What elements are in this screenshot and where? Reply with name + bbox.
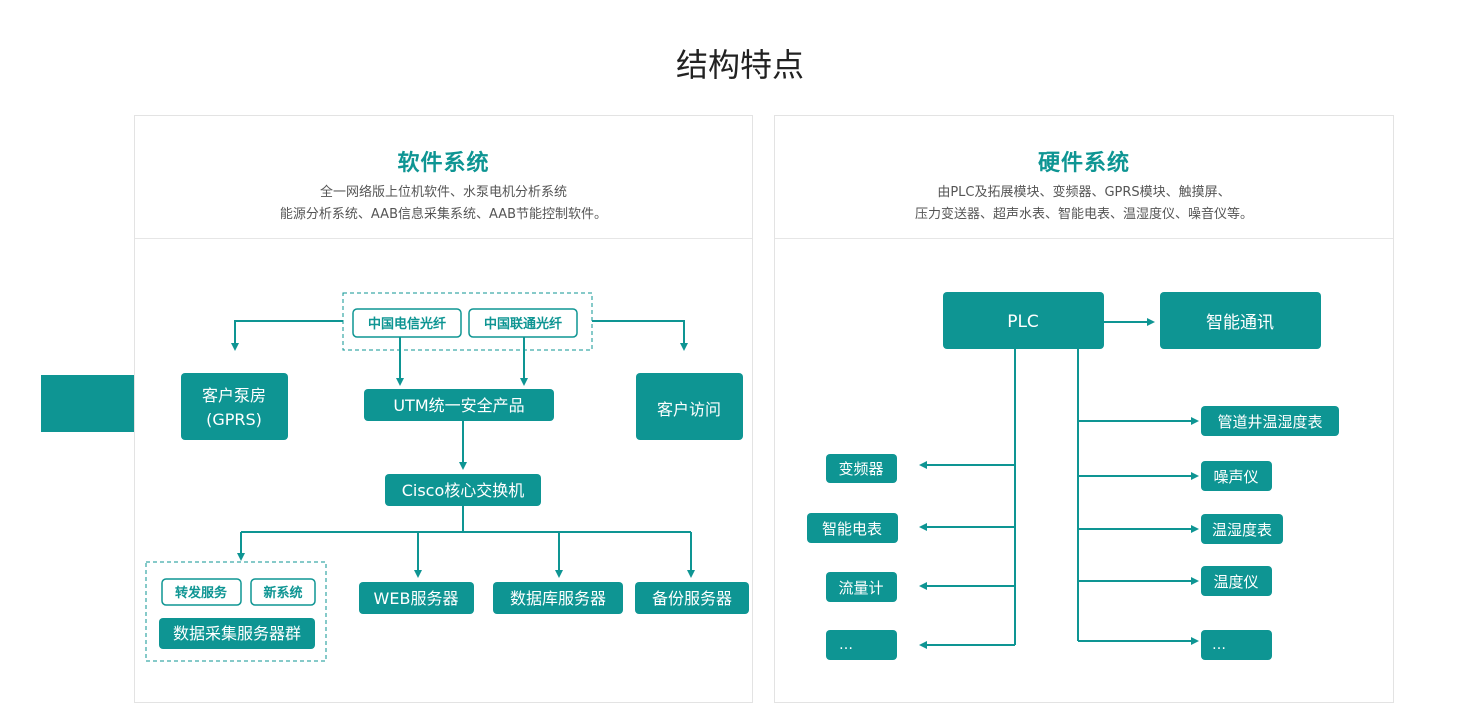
node-flow-meter: 流量计	[826, 572, 897, 602]
node-forward: 转发服务	[161, 578, 242, 606]
node-inverter: 变频器	[826, 454, 897, 483]
node-client-access: 客户访问	[636, 373, 743, 440]
node-right-more: …	[1201, 630, 1272, 660]
node-telecom: 中国电信光纤	[352, 308, 462, 338]
node-unicom: 中国联通光纤	[468, 308, 578, 338]
line-to-client-access	[592, 320, 688, 351]
node-plc: PLC	[943, 292, 1104, 349]
svg-text:客户访问: 客户访问	[657, 400, 721, 419]
software-diagram: 中国电信光纤 中国联通光纤 客户泵房 (GPRS) UTM统一安全产品 客户访问…	[145, 292, 749, 662]
svg-text:WEB服务器: WEB服务器	[374, 589, 459, 608]
svg-text:…: …	[1212, 637, 1226, 653]
svg-text:备份服务器: 备份服务器	[652, 589, 732, 608]
node-web-server: WEB服务器	[359, 582, 474, 614]
hardware-desc-line1: 由PLC及拓展模块、变频器、GPRS模块、触摸屏、	[937, 185, 1231, 200]
svg-text:数据采集服务器群: 数据采集服务器群	[173, 624, 301, 643]
hardware-panel: 硬件系统 由PLC及拓展模块、变频器、GPRS模块、触摸屏、 压力变送器、超声水…	[774, 115, 1394, 703]
svg-text:新系统: 新系统	[263, 585, 302, 601]
hardware-panel-header: 硬件系统 由PLC及拓展模块、变频器、GPRS模块、触摸屏、 压力变送器、超声水…	[775, 116, 1393, 239]
svg-text:客户泵房: 客户泵房	[202, 386, 266, 405]
node-pipe-humidity-meter: 管道井温湿度表	[1201, 406, 1339, 436]
software-panel: 软件系统 全一网络版上位机软件、水泵电机分析系统 能源分析系统、AAB信息采集系…	[134, 115, 753, 703]
svg-text:流量计: 流量计	[838, 579, 883, 597]
line-to-pump-room	[231, 320, 343, 351]
svg-text:数据库服务器: 数据库服务器	[510, 589, 606, 608]
node-smart-meter: 智能电表	[807, 513, 898, 543]
node-smart-comm: 智能通讯	[1160, 292, 1321, 349]
software-panel-header: 软件系统 全一网络版上位机软件、水泵电机分析系统 能源分析系统、AAB信息采集系…	[135, 116, 752, 239]
svg-text:(GPRS): (GPRS)	[206, 410, 262, 429]
software-desc-line1: 全一网络版上位机软件、水泵电机分析系统	[319, 185, 567, 200]
node-pump-room: 客户泵房 (GPRS)	[181, 373, 288, 440]
svg-text:变频器: 变频器	[838, 460, 883, 478]
node-db-server: 数据库服务器	[493, 582, 623, 614]
hardware-desc-line2: 压力变送器、超声水表、智能电表、温湿度仪、噪音仪等。	[914, 207, 1253, 222]
node-backup-server: 备份服务器	[635, 582, 749, 614]
node-humidity-meter: 温湿度表	[1201, 514, 1283, 544]
svg-text:中国联通光纤: 中国联通光纤	[484, 316, 562, 332]
node-cisco: Cisco核心交换机	[385, 474, 541, 506]
node-noise-meter: 噪声仪	[1201, 461, 1272, 491]
svg-text:转发服务: 转发服务	[175, 585, 228, 601]
svg-text:…: …	[839, 637, 853, 653]
svg-text:温度仪: 温度仪	[1213, 573, 1258, 591]
software-desc-line2: 能源分析系统、AAB信息采集系统、AAB节能控制软件。	[279, 207, 608, 222]
svg-text:智能电表: 智能电表	[822, 520, 882, 538]
node-data-cluster: 数据采集服务器群	[159, 618, 315, 649]
node-thermometer: 温度仪	[1201, 566, 1272, 596]
svg-text:管道井温湿度表: 管道井温湿度表	[1217, 413, 1322, 431]
hardware-diagram: PLC 智能通讯 变频器 智能电表 流量计 … 管道井温湿度表	[807, 292, 1339, 660]
node-new-system: 新系统	[250, 578, 316, 606]
svg-text:Cisco核心交换机: Cisco核心交换机	[402, 481, 525, 500]
software-title: 软件系统	[397, 151, 490, 176]
hardware-title: 硬件系统	[1037, 151, 1130, 176]
page-title: 结构特点	[675, 46, 804, 84]
node-utm: UTM统一安全产品	[364, 389, 554, 421]
svg-text:噪声仪: 噪声仪	[1213, 468, 1258, 486]
svg-text:智能通讯: 智能通讯	[1206, 313, 1274, 333]
svg-text:UTM统一安全产品: UTM统一安全产品	[393, 396, 524, 415]
svg-text:中国电信光纤: 中国电信光纤	[368, 316, 446, 332]
svg-text:PLC: PLC	[1007, 312, 1039, 332]
node-left-more: …	[826, 630, 897, 660]
svg-text:温湿度表: 温湿度表	[1212, 521, 1272, 539]
